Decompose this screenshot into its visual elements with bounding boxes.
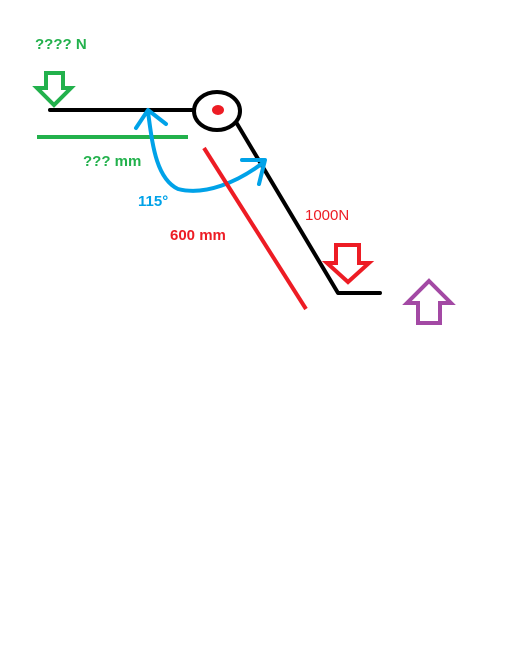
input-force-label: ???? N [35, 36, 87, 53]
output-force-arrow [321, 243, 375, 285]
output-arm-length-label: 600 mm [170, 227, 226, 244]
output-arm-line [202, 146, 308, 311]
angle-arc [146, 110, 266, 193]
input-arm-length-label: ??? mm [83, 153, 141, 170]
reaction-arrow [402, 278, 456, 325]
angle-label: 115° [138, 193, 168, 210]
angle-arrowhead-top [134, 108, 168, 130]
angle-arrowhead-right [240, 158, 267, 186]
output-force-label: 1000N [305, 207, 349, 224]
lever-arm [48, 108, 382, 295]
pivot-dot [212, 105, 224, 115]
input-force-arrow [32, 71, 76, 108]
